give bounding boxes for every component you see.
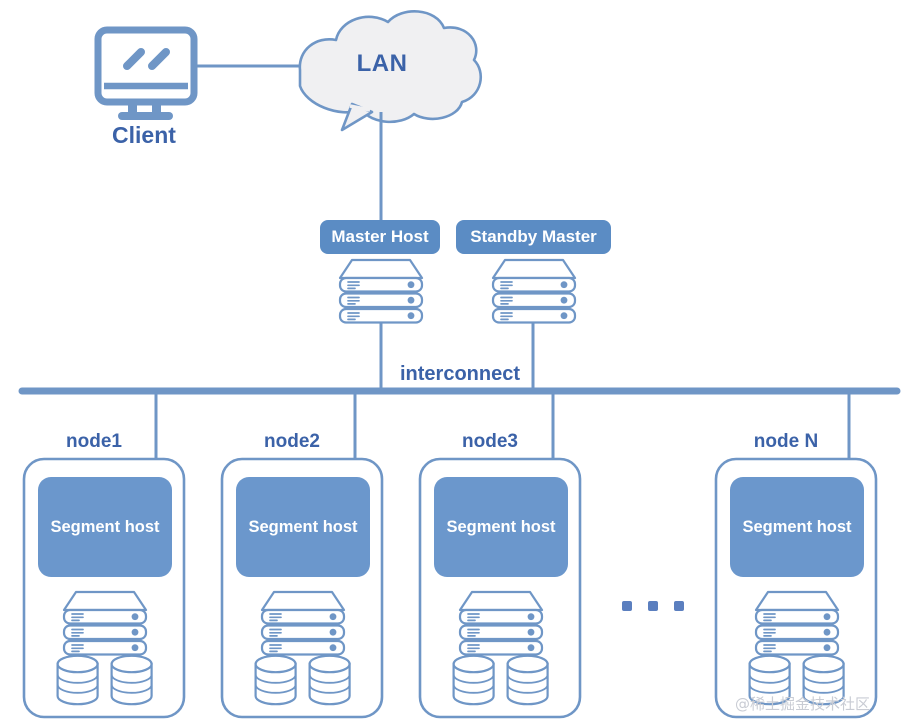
nodeN-server-icon — [754, 590, 840, 656]
node2-label: node2 — [264, 431, 320, 452]
segment-host-box-node1 — [38, 477, 172, 577]
node1-label: node1 — [66, 431, 122, 452]
interconnect-label: interconnect — [399, 363, 521, 385]
node1-disk-1 — [56, 654, 99, 706]
node2-disk-2 — [308, 654, 351, 706]
node1-server-icon — [62, 590, 148, 656]
master-host-server-icon — [338, 258, 424, 324]
node3-disk-2 — [506, 654, 549, 706]
segment-host-label-node-n: Segment host — [742, 517, 852, 536]
node-box-node1[interactable] — [22, 457, 186, 719]
node3-disk-1 — [452, 654, 495, 706]
segment-host-label-node1: Segment host — [50, 517, 160, 536]
standby-master-pill[interactable] — [456, 220, 611, 254]
node3-label: node3 — [462, 431, 518, 452]
watermark: @稀土掘金技术社区 — [735, 695, 871, 713]
node-box-node3[interactable] — [418, 457, 582, 719]
node1-disk-2 — [110, 654, 153, 706]
node-box-node2[interactable] — [220, 457, 384, 719]
node-box-nodeN[interactable] — [714, 457, 878, 719]
standby-master-label[interactable]: Standby Master — [470, 227, 597, 246]
master-host-label[interactable]: Master Host — [331, 227, 429, 246]
node3-server-icon — [458, 590, 544, 656]
node2-server-icon — [260, 590, 346, 656]
monitor-icon — [94, 26, 198, 120]
node2-disk-1 — [254, 654, 297, 706]
lan-label: LAN — [356, 50, 408, 77]
segment-host-box-node2 — [236, 477, 370, 577]
master-host-pill[interactable] — [320, 220, 440, 254]
segment-host-label-node3: Segment host — [446, 517, 556, 536]
cloud-icon — [298, 10, 483, 132]
standby-master-server-icon — [491, 258, 577, 324]
client-label: Client — [112, 122, 176, 148]
segment-host-box-nodeN — [730, 477, 864, 577]
segment-host-label-node2: Segment host — [248, 517, 358, 536]
node-n-label: node N — [753, 431, 819, 452]
segment-host-box-node3 — [434, 477, 568, 577]
ellipsis-dots — [622, 601, 684, 611]
